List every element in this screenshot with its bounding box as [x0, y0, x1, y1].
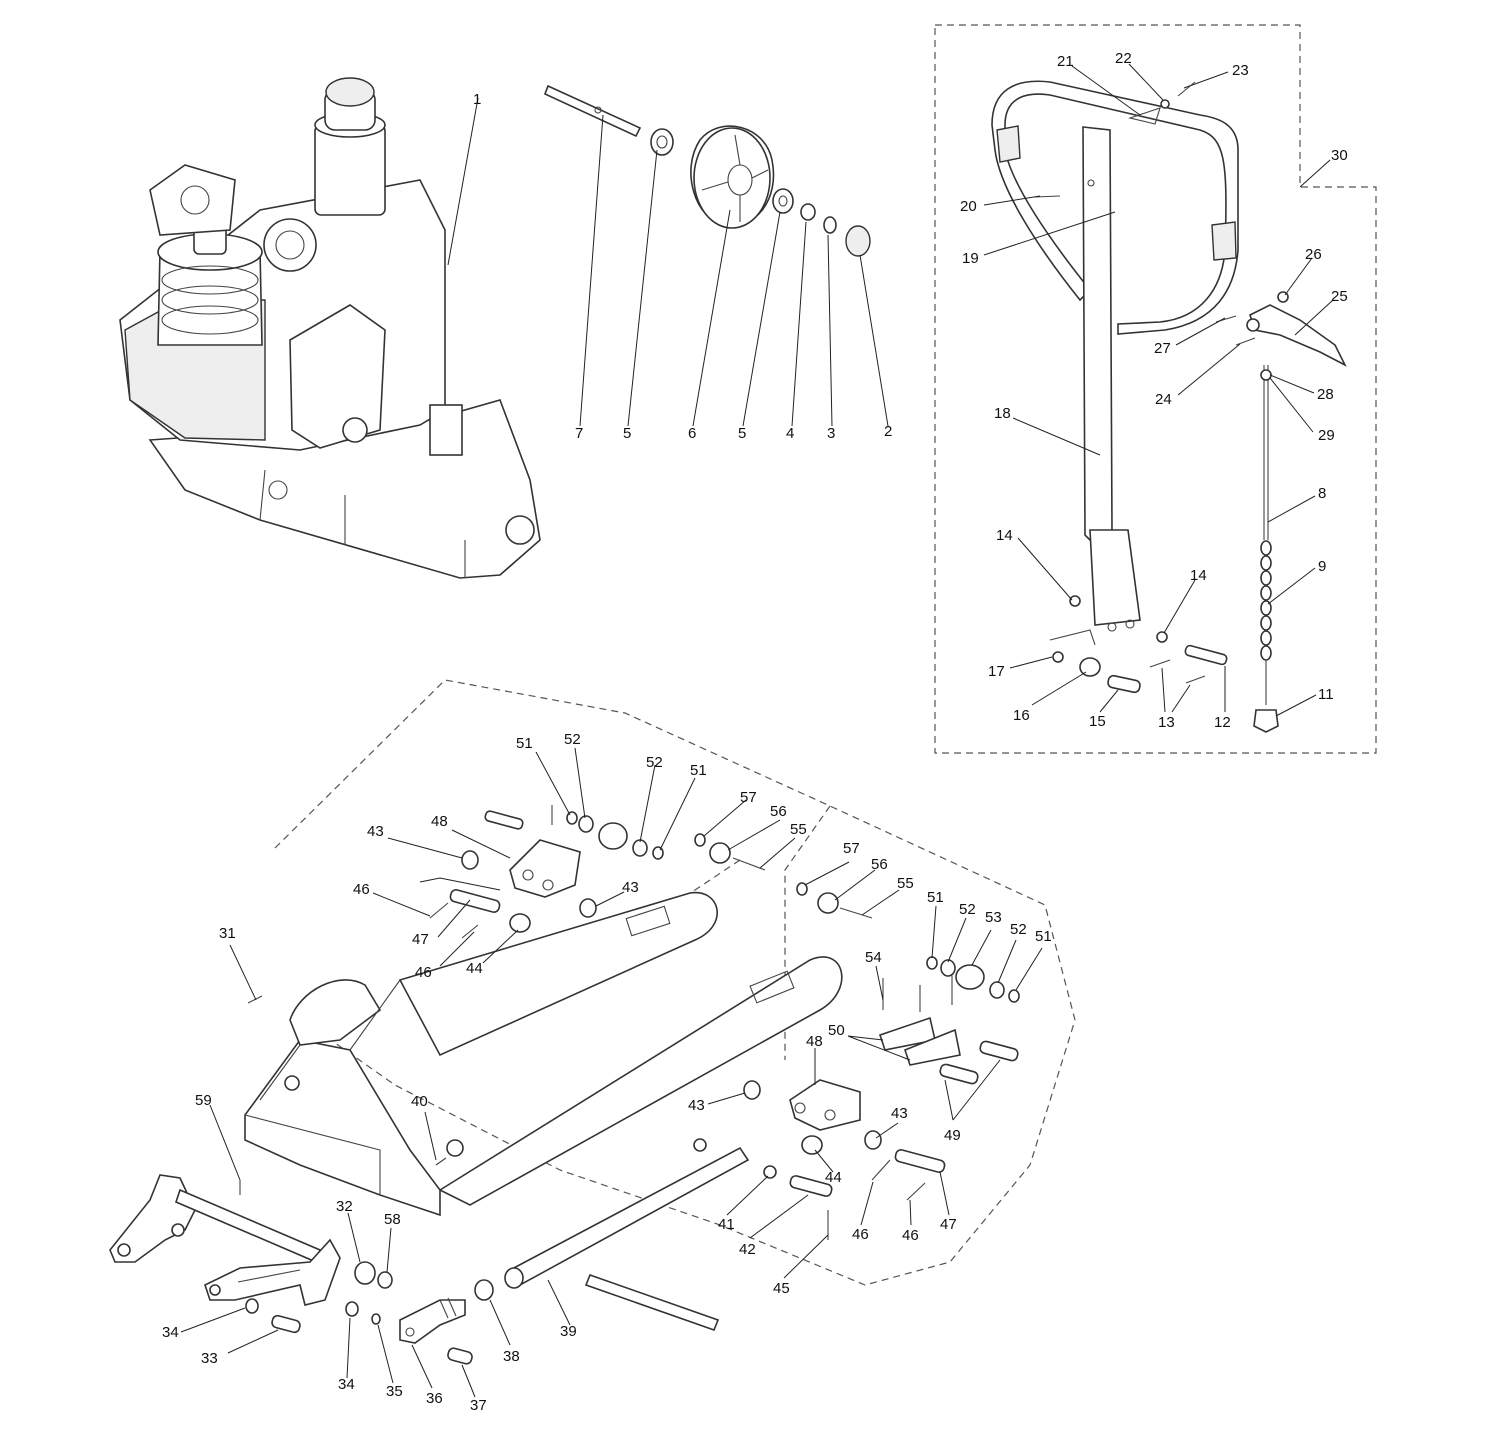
label-52a: 52 — [564, 731, 581, 748]
label-23: 23 — [1232, 62, 1249, 79]
label-4: 4 — [786, 425, 794, 442]
label-50: 50 — [828, 1022, 845, 1039]
label-26: 26 — [1305, 246, 1322, 263]
steering-wheel-assembly — [543, 84, 871, 257]
chain-links — [1260, 540, 1272, 661]
label-51b: 51 — [690, 762, 707, 779]
label-11: 11 — [1318, 686, 1334, 703]
label-56a: 56 — [770, 803, 787, 820]
label-54: 54 — [865, 949, 882, 966]
label-13: 13 — [1158, 714, 1175, 731]
label-49: 49 — [944, 1127, 961, 1144]
label-6: 6 — [688, 425, 696, 442]
label-31: 31 — [219, 925, 236, 942]
label-59: 59 — [195, 1092, 212, 1109]
label-30: 30 — [1331, 147, 1348, 164]
label-12: 12 — [1214, 714, 1231, 731]
label-55a: 55 — [790, 821, 807, 838]
label-37: 37 — [470, 1397, 487, 1414]
label-24: 24 — [1155, 391, 1172, 408]
label-25: 25 — [1331, 288, 1348, 305]
label-56b: 56 — [871, 856, 888, 873]
label-46b: 46 — [415, 964, 432, 981]
label-32: 32 — [336, 1198, 353, 1215]
label-19: 19 — [962, 250, 979, 267]
label-5a: 5 — [738, 425, 746, 442]
label-46a: 46 — [353, 881, 370, 898]
label-36: 36 — [426, 1390, 443, 1407]
label-45: 45 — [773, 1280, 790, 1297]
label-15: 15 — [1089, 713, 1106, 730]
label-29: 29 — [1318, 427, 1335, 444]
label-46c: 46 — [852, 1226, 869, 1243]
label-17: 17 — [988, 663, 1005, 680]
label-20: 20 — [960, 198, 977, 215]
label-34a: 34 — [162, 1324, 179, 1341]
label-52c: 52 — [959, 901, 976, 918]
label-48b: 48 — [806, 1033, 823, 1050]
label-1: 1 — [473, 91, 481, 108]
label-51d: 51 — [1035, 928, 1052, 945]
leader-lines — [180, 63, 1334, 1398]
label-48a: 48 — [431, 813, 448, 830]
pallet-truck-frame — [244, 679, 1076, 1332]
label-41: 41 — [718, 1216, 735, 1233]
label-16: 16 — [1013, 707, 1030, 724]
label-9: 9 — [1318, 558, 1326, 575]
label-57a: 57 — [740, 789, 757, 806]
handle-assembly — [934, 24, 1377, 754]
label-52b: 52 — [646, 754, 663, 771]
label-2: 2 — [884, 423, 892, 440]
label-3: 3 — [827, 425, 835, 442]
label-43d: 43 — [891, 1105, 908, 1122]
label-33: 33 — [201, 1350, 218, 1367]
label-44b: 44 — [825, 1169, 842, 1186]
label-43a: 43 — [367, 823, 384, 840]
label-47a: 47 — [412, 931, 429, 948]
label-39: 39 — [560, 1323, 577, 1340]
label-47b: 47 — [940, 1216, 957, 1233]
label-40: 40 — [411, 1093, 428, 1110]
label-28: 28 — [1317, 386, 1334, 403]
label-8: 8 — [1318, 485, 1326, 502]
label-7: 7 — [575, 425, 583, 442]
label-51c: 51 — [927, 889, 944, 906]
label-53: 53 — [985, 909, 1002, 926]
label-42: 42 — [739, 1241, 756, 1258]
label-43b: 43 — [622, 879, 639, 896]
label-55b: 55 — [897, 875, 914, 892]
label-46d: 46 — [902, 1227, 919, 1244]
label-51a: 51 — [516, 735, 533, 752]
label-43c: 43 — [688, 1097, 705, 1114]
label-14b: 14 — [1190, 567, 1207, 584]
hydraulic-pump-unit — [119, 77, 541, 579]
label-52d: 52 — [1010, 921, 1027, 938]
label-14a: 14 — [996, 527, 1013, 544]
label-27: 27 — [1154, 340, 1171, 357]
label-21: 21 — [1057, 53, 1074, 70]
label-35: 35 — [386, 1383, 403, 1400]
label-58: 58 — [384, 1211, 401, 1228]
label-38: 38 — [503, 1348, 520, 1365]
label-5b: 5 — [623, 425, 631, 442]
label-57b: 57 — [843, 840, 860, 857]
part-labels: 1 2 3 4 5 6 5 7 21 22 23 30 20 19 26 25 … — [162, 50, 1348, 1414]
label-34b: 34 — [338, 1376, 355, 1393]
release-linkage — [109, 1174, 494, 1365]
label-22: 22 — [1115, 50, 1132, 67]
label-44a: 44 — [466, 960, 483, 977]
label-18: 18 — [994, 405, 1011, 422]
